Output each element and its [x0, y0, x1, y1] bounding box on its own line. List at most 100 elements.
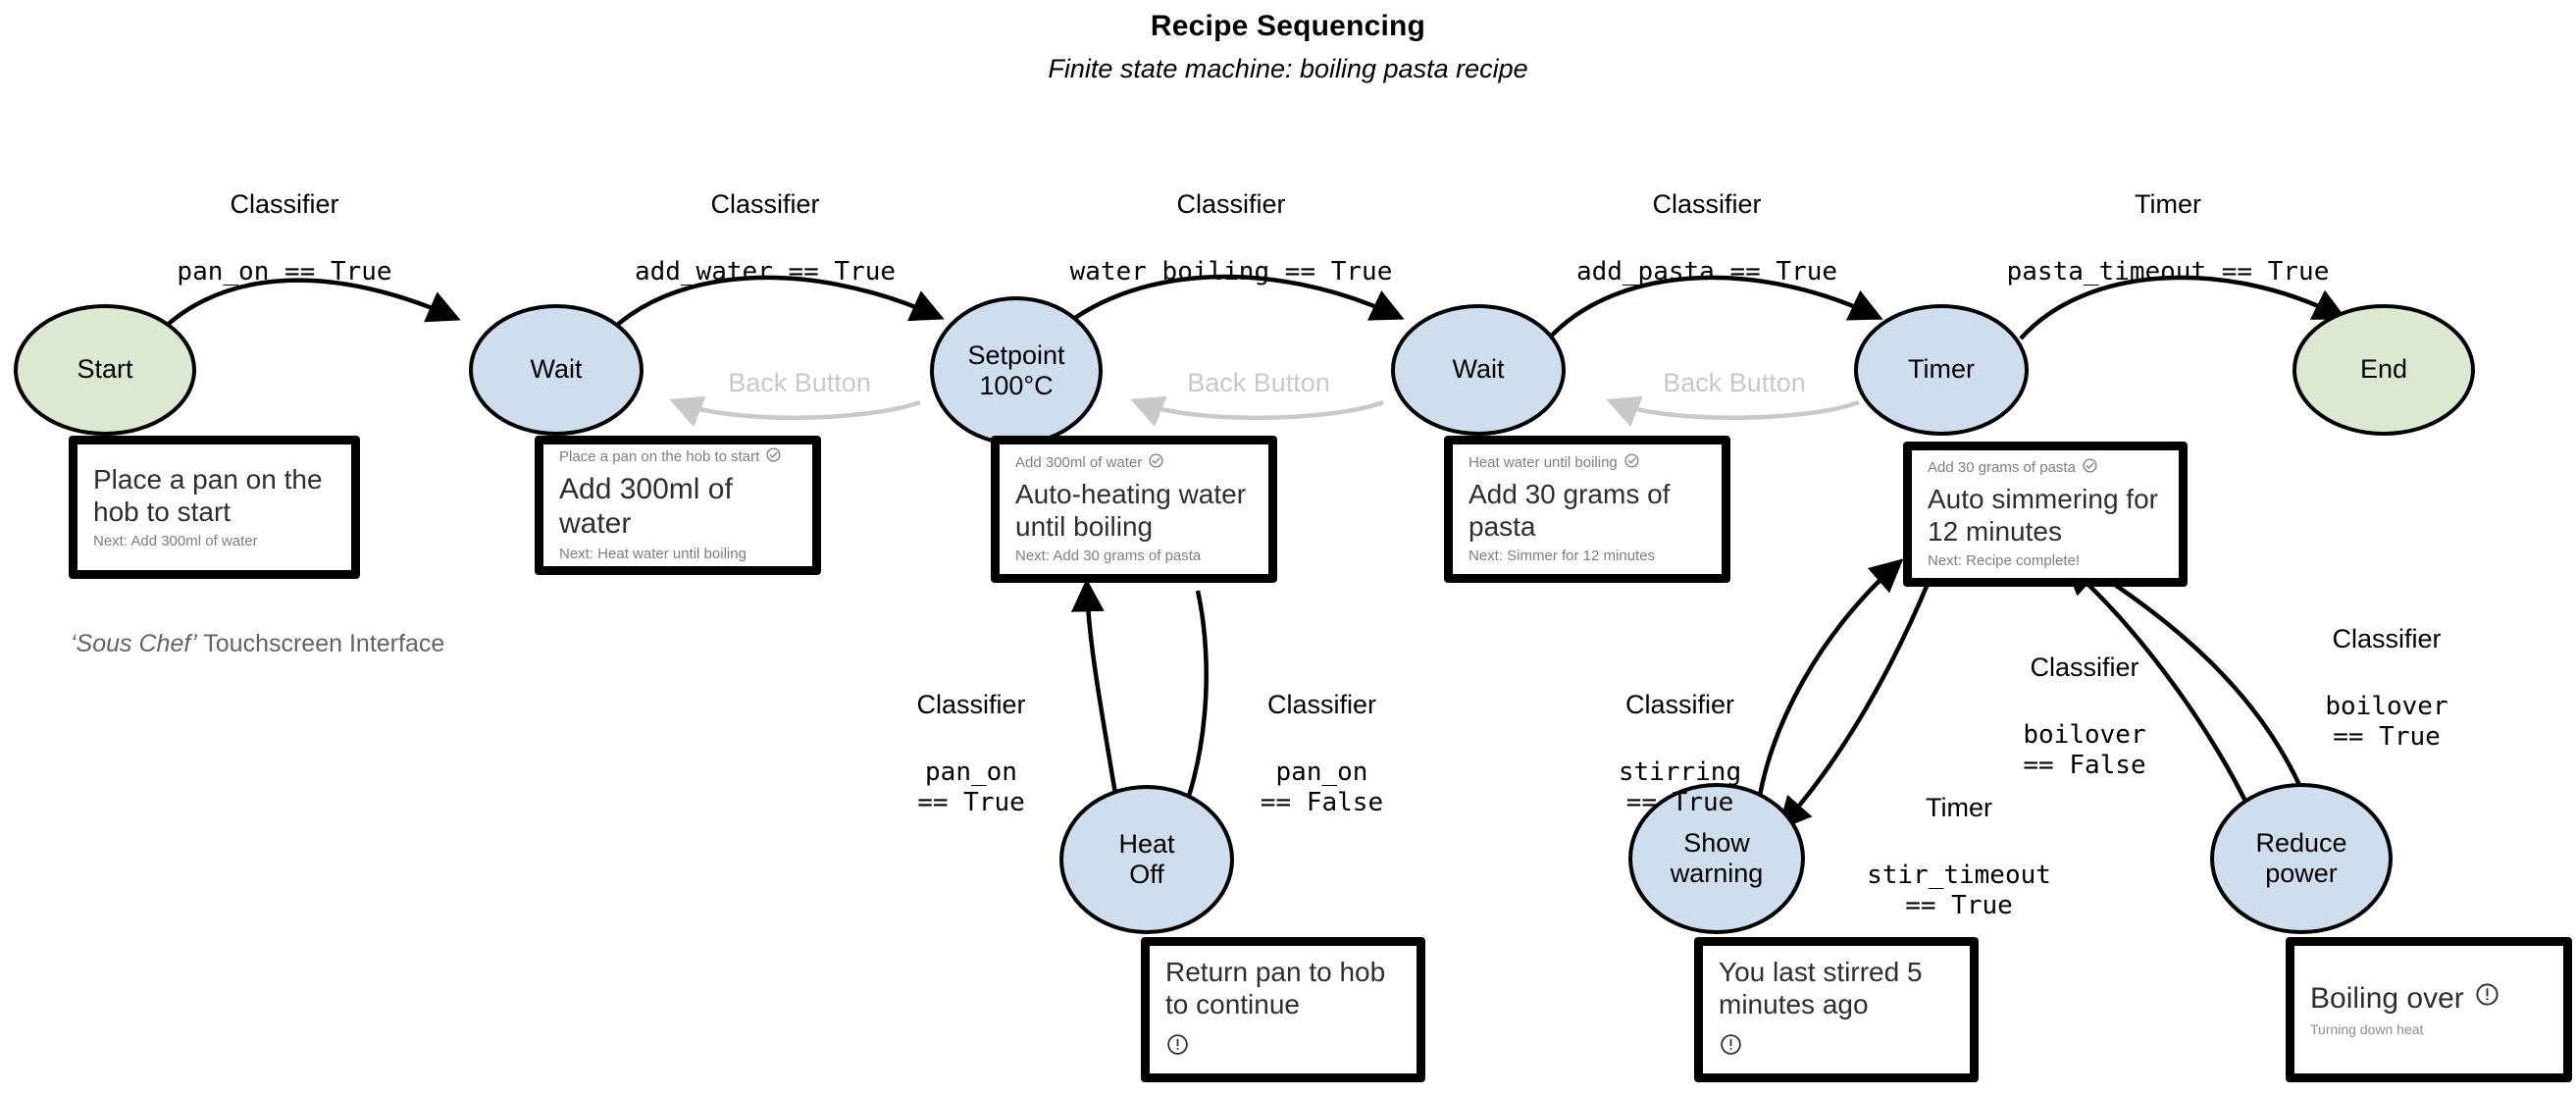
edge-label-cond: stirring == True	[1618, 757, 1742, 818]
state-node-heat-off[interactable]: Heat Off	[1059, 785, 1234, 934]
card-next: Next: Recipe complete!	[1928, 552, 2081, 570]
card-message: Return pan to hob to continue	[1165, 956, 1401, 1063]
state-node-setpoint[interactable]: Setpoint 100°C	[930, 296, 1103, 445]
edge-label-boilover-false: Classifier boilover == False	[1972, 615, 2197, 817]
edge-label-cond: pan_on == False	[1260, 757, 1384, 818]
edge-label-add-water-true: Classifier add_water == True	[598, 152, 932, 325]
edge-timer-to-wait2-back	[1606, 395, 1860, 428]
touchscreen-card-start[interactable]: Place a pan on the hob to start Next: Ad…	[69, 436, 360, 579]
touchscreen-card-heat-off[interactable]: Return pan to hob to continue	[1141, 937, 1425, 1082]
state-node-end[interactable]: End	[2293, 304, 2475, 436]
edge-label-pan-on-true: Classifier pan_on == True	[137, 152, 432, 325]
card-previous-text: Add 30 grams of pasta	[1928, 459, 2076, 477]
state-node-setpoint-label-line1: Setpoint	[967, 340, 1065, 370]
edge-setpoint-to-wait1-back	[669, 395, 921, 428]
edge-label-kind: Classifier	[916, 689, 1026, 719]
edge-showwarning-to-timer	[1753, 558, 1904, 823]
page-subtitle: Finite state machine: boiling pasta reci…	[1048, 54, 1528, 83]
card-previous: Heat water until boiling	[1468, 452, 1706, 475]
state-node-heat-off-label-line1: Heat	[1118, 828, 1175, 859]
edge-label-add-pasta-true: Classifier add_pasta == True	[1540, 152, 1874, 325]
edge-label-kind: Classifier	[1266, 689, 1377, 719]
caption-rest: Touchscreen Interface	[196, 630, 445, 657]
state-node-show-warning-label-line2: warning	[1670, 859, 1764, 888]
card-next: Next: Simmer for 12 minutes	[1468, 548, 1656, 565]
edge-wait2-to-setpoint-back	[1130, 395, 1384, 428]
card-message: Place a pan on the hob to start	[93, 463, 335, 528]
page-title: Recipe Sequencing	[1150, 10, 1426, 42]
touchscreen-card-setpoint[interactable]: Add 300ml of water Auto-heating water un…	[991, 436, 1277, 583]
caption-emphasis: ‘Sous Chef’	[71, 630, 197, 657]
state-node-timer[interactable]: Timer	[1854, 304, 2029, 436]
edge-label-water-boiling-true: Classifier water_boiling == True	[1035, 152, 1427, 325]
check-circle-icon	[1148, 452, 1164, 475]
diagram-caption: ‘Sous Chef’ Touchscreen Interface	[71, 630, 444, 658]
card-message-text: You last stirred 5 minutes ago	[1719, 957, 1923, 1020]
touchscreen-card-reduce-power[interactable]: Boiling over Turning down heat	[2286, 937, 2572, 1082]
edge-label-back-button-3: Back Button	[1663, 368, 1806, 397]
edge-label-cond: pan_on == True	[177, 257, 392, 287]
edge-label-back-button-2: Back Button	[1187, 368, 1330, 397]
card-message-text: Add 300ml of water	[559, 472, 733, 540]
state-node-wait2-label: Wait	[1452, 354, 1505, 385]
state-node-show-warning-label-line1: Show	[1683, 827, 1750, 858]
edge-label-boilover-true: Classifier boilover == True	[2274, 587, 2499, 789]
card-previous: Add 30 grams of pasta	[1928, 457, 2163, 480]
state-node-reduce-power[interactable]: Reduce power	[2210, 783, 2393, 934]
edge-wait2-to-timer	[1546, 275, 1883, 341]
edge-label-cond: add_water == True	[634, 257, 897, 287]
alert-circle-icon	[1719, 1031, 1743, 1064]
state-node-wait1-label: Wait	[530, 354, 583, 385]
card-previous: Place a pan on the hob to start	[559, 446, 797, 469]
touchscreen-card-wait2[interactable]: Heat water until boiling Add 30 grams of…	[1444, 436, 1730, 583]
card-message: Add 30 grams of pasta	[1468, 478, 1706, 543]
card-previous-text: Add 300ml of water	[1015, 454, 1143, 472]
edge-label-cond: water_boiling == True	[1069, 257, 1393, 287]
edge-label-cond: stir_timeout == True	[1867, 861, 2051, 921]
card-previous-text: Place a pan on the hob to start	[559, 447, 760, 465]
edge-timer-to-end	[2019, 275, 2347, 340]
state-node-show-warning[interactable]: Show warning	[1628, 783, 1805, 934]
card-message-text: Boiling over	[2310, 981, 2464, 1015]
state-node-reduce-power-label-line2: power	[2265, 859, 2338, 888]
card-previous: Add 300ml of water	[1015, 452, 1253, 475]
card-sub: Turning down heat	[2310, 1020, 2424, 1037]
card-message-text: Place a pan on the hob to start	[93, 464, 323, 528]
edge-label-pasta-timeout-true: Timer pasta_timeout == True	[1962, 152, 2374, 325]
edge-label-kind: Classifier	[1176, 188, 1286, 219]
edge-timer-to-showwarning	[1777, 576, 1933, 831]
edge-label-cond: add_pasta == True	[1575, 257, 1838, 287]
touchscreen-card-wait1[interactable]: Place a pan on the hob to start Add 300m…	[535, 436, 821, 575]
touchscreen-card-show-warning[interactable]: You last stirred 5 minutes ago	[1694, 937, 1979, 1082]
card-next: Next: Heat water until boiling	[559, 546, 747, 563]
edge-label-kind: Timer	[1926, 792, 1992, 822]
edge-label-kind: Timer	[2135, 188, 2201, 219]
check-circle-icon	[2082, 457, 2098, 480]
state-node-timer-label: Timer	[1908, 354, 1975, 385]
state-node-start-label: Start	[77, 354, 133, 385]
state-node-wait2[interactable]: Wait	[1391, 304, 1566, 436]
edge-label-kind: Classifier	[1652, 188, 1762, 219]
state-node-setpoint-label-line2: 100°C	[979, 371, 1054, 400]
card-message-text: Auto simmering for 12 minutes	[1928, 483, 2158, 547]
edge-label-kind: Classifier	[710, 188, 820, 219]
card-message-text: Add 30 grams of pasta	[1468, 478, 1671, 542]
touchscreen-card-timer[interactable]: Add 30 grams of pasta Auto simmering for…	[1903, 442, 2188, 587]
check-circle-icon	[765, 446, 782, 469]
card-next: Next: Add 30 grams of pasta	[1015, 548, 1202, 565]
card-previous-text: Heat water until boiling	[1468, 454, 1618, 472]
card-message: Auto simmering for 12 minutes	[1928, 483, 2163, 548]
edge-label-stirring-true: Classifier stirring == True	[1584, 653, 1776, 855]
edge-wait1-to-setpoint	[600, 275, 945, 341]
edge-label-pan-on-false: Classifier pan_on == False	[1226, 653, 1417, 855]
check-circle-icon	[1623, 452, 1640, 475]
state-node-wait1[interactable]: Wait	[469, 304, 644, 436]
state-node-start[interactable]: Start	[14, 304, 196, 436]
state-node-heat-off-label-line2: Off	[1129, 860, 1164, 889]
alert-circle-icon	[2474, 981, 2500, 1016]
edge-label-cond: boilover == True	[2325, 692, 2448, 753]
edge-label-kind: Classifier	[2332, 623, 2442, 653]
edge-setpoint-to-wait2	[1050, 274, 1405, 339]
edge-label-cond: pasta_timeout == True	[2006, 257, 2330, 287]
